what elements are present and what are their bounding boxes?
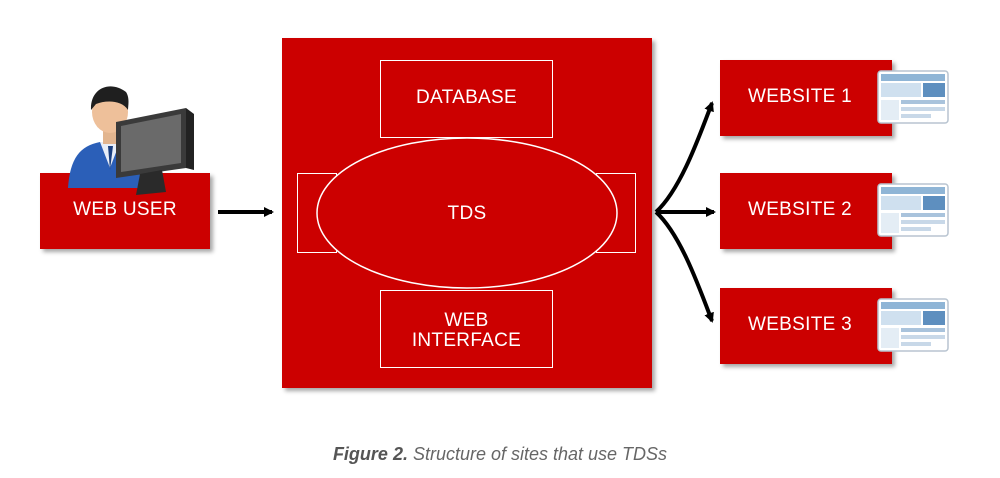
web-interface-label: WEB INTERFACE xyxy=(411,310,522,351)
database-label: DATABASE xyxy=(416,87,517,108)
tds-ellipse xyxy=(316,137,618,289)
website-2-label: WEBSITE 2 xyxy=(747,199,853,220)
web-interface-box xyxy=(380,290,553,368)
figure-number: Figure 2. xyxy=(332,444,408,464)
figure-caption-text: Structure of sites that use TDSs xyxy=(407,444,668,464)
website-3-box xyxy=(720,288,892,364)
arrow-to-website-1 xyxy=(654,101,714,214)
user-at-computer-icon xyxy=(58,70,198,195)
website-1-box xyxy=(720,60,892,136)
database-box xyxy=(380,60,553,138)
tds-label: TDS xyxy=(447,203,487,224)
website-1-label: WEBSITE 1 xyxy=(747,86,853,107)
webpage-thumbnail-icon xyxy=(876,69,950,125)
website-3-label: WEBSITE 3 xyxy=(747,314,853,335)
tds-to-websites-arrows xyxy=(654,101,716,323)
arrow-to-website-3 xyxy=(654,210,714,323)
webpage-thumbnail-icon xyxy=(876,297,950,353)
figure-caption: Figure 2. Structure of sites that use TD… xyxy=(0,444,1000,465)
website-2-box xyxy=(720,173,892,249)
web-user-label: WEB USER xyxy=(73,199,177,220)
webpage-thumbnail-icon xyxy=(876,182,950,238)
